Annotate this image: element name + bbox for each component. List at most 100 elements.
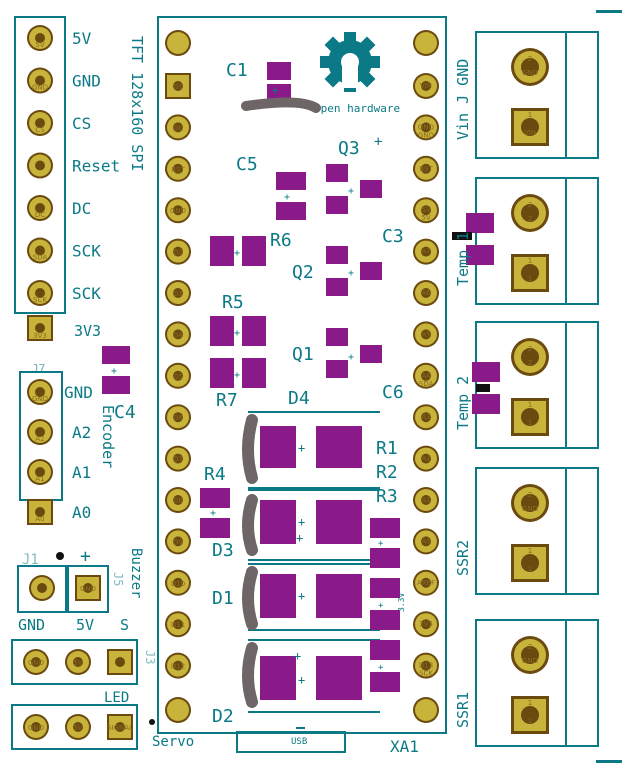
- arduino-left-pin-d12[interactable]: D12: [165, 652, 191, 679]
- arduino-left-pin-rst[interactable]: RST: [165, 155, 191, 182]
- diode-d2[interactable]: + +: [242, 642, 362, 708]
- arduino-right-pin-a2[interactable]: A2: [413, 445, 439, 472]
- arduino-left-pin-d3[interactable]: D3: [165, 280, 191, 306]
- arduino-right-pin-a6[interactable]: A6: [413, 280, 439, 306]
- arduino-left-pin-text: D12: [171, 663, 185, 671]
- arduino-left-pin-d4[interactable]: D4: [165, 321, 191, 348]
- arduino-right-pin-vin[interactable]: VIN: [413, 73, 439, 99]
- resistor-r2[interactable]: [370, 578, 400, 630]
- corner-mark-bottom: [596, 760, 622, 763]
- tft-pin-3[interactable]: [27, 152, 53, 179]
- tft-pin-4[interactable]: DC: [27, 195, 53, 221]
- cap-c1[interactable]: +: [267, 62, 291, 102]
- arduino-left-pin-gnd[interactable]: GND: [165, 197, 191, 224]
- terminal-1-pin-bottom[interactable]: 11: [511, 254, 549, 292]
- buzzer-pad-1[interactable]: [29, 575, 55, 601]
- arduino-right-pin-subtext: SCK: [419, 670, 433, 678]
- arduino-left-pin-d10[interactable]: D10: [165, 569, 191, 596]
- resistor-r6[interactable]: +: [210, 236, 266, 266]
- resistor-r3[interactable]: [370, 640, 400, 692]
- cap-c5[interactable]: +: [276, 172, 306, 220]
- resistor-r5[interactable]: +: [210, 316, 266, 346]
- terminal-1-pin-top[interactable]: 22: [511, 194, 549, 232]
- arduino-left-pin-d7[interactable]: D7: [165, 445, 191, 472]
- arduino-right-pin-text: A6: [421, 289, 431, 297]
- tft-pin-6[interactable]: SCK: [27, 280, 53, 306]
- encoder-pin-0[interactable]: GND: [27, 379, 53, 405]
- diode-d4[interactable]: +: [242, 414, 362, 484]
- tft-pin-5[interactable]: SDA: [27, 237, 53, 264]
- terminal-pin-number: 2: [528, 491, 532, 499]
- arduino-right-pin-a1[interactable]: A1: [413, 487, 439, 513]
- diode-d3[interactable]: + +: [242, 494, 362, 556]
- servo-pin-1[interactable]: 5V: [65, 714, 91, 740]
- diode-d1[interactable]: +: [242, 566, 362, 630]
- encoder-pin-2[interactable]: A1: [27, 459, 53, 485]
- tft-pin-2[interactable]: CS: [27, 110, 53, 136]
- cap-c3[interactable]: [452, 213, 494, 265]
- led-header-label: 5V: [76, 616, 94, 634]
- arduino-right-pin-a3[interactable]: A3: [413, 404, 439, 431]
- encoder-pin-3[interactable]: A0: [27, 499, 53, 525]
- servo-pin-2[interactable]: SIGNAL: [107, 714, 133, 740]
- arduino-left-pin-d0[interactable]: D0: [165, 114, 191, 141]
- terminal-4-pin-bottom[interactable]: 11: [511, 696, 549, 734]
- terminal-pin-number: 2: [528, 55, 532, 63]
- terminal-top-pad-text: GND: [522, 505, 538, 513]
- arduino-left-pin-d11[interactable]: D11: [165, 611, 191, 638]
- arduino-right-pin-rst[interactable]: RST: [413, 155, 439, 182]
- servo-pin-text: 5V: [73, 724, 82, 732]
- arduino-right-pin-a7[interactable]: A7: [413, 238, 439, 265]
- arduino-right-pin-text: A3: [421, 413, 430, 421]
- arduino-left-pin-d6[interactable]: D6: [165, 404, 191, 431]
- encoder-pin-text: A2: [35, 435, 44, 443]
- arduino-left-pin-d2[interactable]: D2: [165, 238, 191, 265]
- transistor-q1[interactable]: +: [326, 328, 382, 378]
- terminal-2-pin-bottom[interactable]: 11: [511, 398, 549, 436]
- led-pin-1[interactable]: 5V: [65, 649, 91, 675]
- buzzer-dot: [56, 552, 64, 560]
- power-note: 3.3V: [397, 593, 406, 612]
- terminal-bottom-pad-text: VIN: [524, 129, 536, 137]
- arduino-right-pin-3v3[interactable]: 3V3: [413, 611, 439, 638]
- arduino-right-pin-aref[interactable]: AREF: [413, 569, 439, 596]
- led-pin-0[interactable]: GND: [23, 649, 49, 675]
- arduino-left-pin-text: D9: [173, 538, 183, 546]
- arduino-left-pin-d8[interactable]: D8: [165, 487, 191, 513]
- terminal-2-pin-top[interactable]: 22: [511, 338, 549, 376]
- transistor-q2[interactable]: +: [326, 246, 382, 296]
- buzzer-plus: +: [80, 546, 91, 567]
- arduino-right-pin-a0[interactable]: A0: [413, 528, 439, 555]
- arduino-left-pin-d9[interactable]: D9: [165, 528, 191, 555]
- pad-3v3[interactable]: 3V3: [27, 315, 53, 341]
- servo-pin-0[interactable]: GND: [23, 714, 49, 740]
- transistor-q3[interactable]: +: [326, 164, 382, 214]
- arduino-left-pin-d5[interactable]: D5: [165, 362, 191, 389]
- terminal-3-pin-bottom[interactable]: 11: [511, 544, 549, 582]
- resistor-r1[interactable]: [370, 518, 400, 568]
- label-r6: R6: [270, 230, 292, 251]
- tft-pin-label: SCK: [72, 242, 101, 261]
- tft-pin-0[interactable]: 5V: [27, 25, 53, 51]
- cap-c6[interactable]: [472, 362, 500, 414]
- cap-c4[interactable]: +: [102, 346, 130, 394]
- encoder-pin-1[interactable]: A2: [27, 419, 53, 445]
- tft-pin-text: DC: [35, 211, 45, 219]
- arduino-left-pin-d1[interactable]: D1: [165, 73, 191, 99]
- tft-pin-1[interactable]: GND: [27, 67, 53, 94]
- resistor-r7[interactable]: +: [210, 358, 266, 388]
- buzzer-pad-gnd[interactable]: GND: [75, 575, 101, 601]
- resistor-r4[interactable]: +: [200, 488, 230, 538]
- arduino-right-pin-a5[interactable]: A5: [413, 321, 439, 348]
- led-pin-2[interactable]: [107, 649, 133, 675]
- arduino-right-pin-subtext: 5V: [421, 214, 430, 222]
